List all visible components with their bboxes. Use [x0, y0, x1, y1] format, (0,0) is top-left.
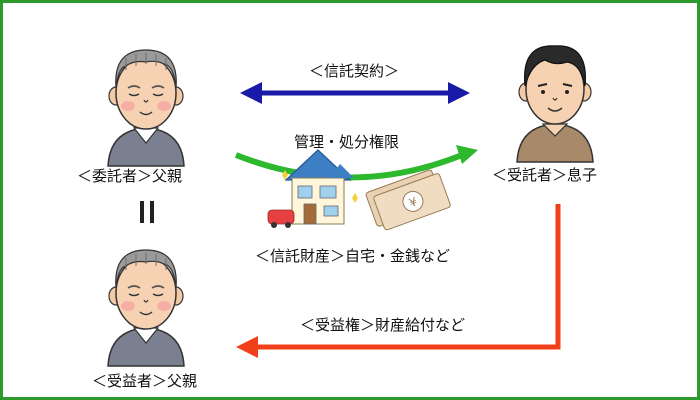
benefit-arrow: [236, 204, 561, 358]
trust-contract-label: ＜信託契約＞: [309, 62, 400, 80]
trustee-son-figure: [516, 44, 594, 164]
house-icon: [267, 149, 358, 228]
equals-sign: [140, 201, 154, 223]
middle-aged-man-icon: [516, 44, 594, 164]
beneficiary-father-figure: [107, 249, 185, 367]
old-man-icon: [107, 49, 185, 167]
old-man-icon: [107, 249, 185, 367]
trustee-label: ＜受託者＞息子: [492, 166, 598, 184]
settlor-label: ＜委託者＞父親: [77, 167, 183, 185]
management-authority-label: 管理・処分権限: [294, 133, 400, 151]
trust-contract-arrow: [240, 82, 470, 104]
beneficiary-label: ＜受益者＞父親: [92, 372, 198, 390]
trust-property-label: ＜信託財産＞自宅・金銭など: [255, 247, 451, 265]
settlor-father-figure: [107, 49, 185, 167]
banknotes-icon: ¥: [365, 169, 451, 231]
beneficial-right-label: ＜受益権＞財産給付など: [300, 316, 466, 334]
